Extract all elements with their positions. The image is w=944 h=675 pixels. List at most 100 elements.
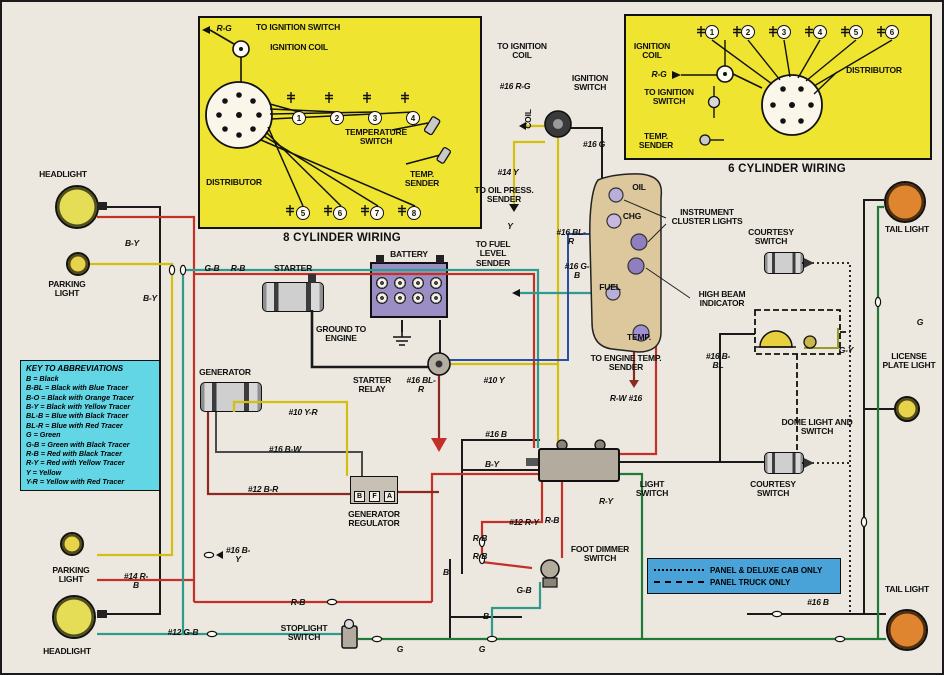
wires-blue [450,233,594,361]
light-switch-label: LIGHT SWITCH [635,479,669,499]
to-oil-press-sender-label: TO OIL PRESS. SENDER [474,185,534,205]
terminal-1: 1 [292,111,306,125]
stoplight-switch-label: STOPLIGHT SWITCH [280,623,328,643]
wire-green-yellow [804,328,839,349]
temperature-switch-label: TEMPERATURE SWITCH [345,127,407,147]
to-ignition-coil-label: TO IGNITION COIL [497,41,547,61]
courtesy-switch-tip [804,258,814,268]
wire-label-g-1: G [396,644,404,654]
terminal-4: 4 [406,111,420,125]
wire-label-by-2: B-Y [142,293,158,303]
to-engine-temp-sender-label: TO ENGINE TEMP. SENDER [590,353,662,373]
wire-label-16gb: #16 G-B [564,261,590,281]
to-ignition-switch-label-8: TO IGNITION SWITCH [255,22,341,32]
headlight-top-label: HEADLIGHT [39,169,87,179]
parking-light-bottom-label: PARKING LIGHT [52,565,90,585]
line-style-legend: PANEL & DELUXE CAB ONLY PANEL TRUCK ONLY [647,558,841,594]
fuel-gauge-icon [605,285,621,301]
temp-sender-label-8: TEMP. SENDER [404,169,440,189]
wires-optional [754,262,851,614]
courtesy-switch-bottom-label: COURTESY SWITCH [750,479,796,499]
flow-arrows [202,26,681,559]
wire-label-rb-1: R-B [230,263,246,273]
starter-terminal [308,274,316,283]
wire-label-gy: G-Y [838,345,854,355]
key-line: Y-R = Yellow with Red Tracer [26,476,125,486]
wire-label-gb-dimmer: G-B [516,585,532,595]
wire-label-g-2: G [478,644,486,654]
to-fuel-level-sender-label: TO FUEL LEVEL SENDER [475,239,511,268]
wire-label-16g: #16 G [582,139,606,149]
caption-6-cylinder: 6 CYLINDER WIRING [728,163,846,175]
key-to-abbreviations: KEY TO ABBREVIATIONS B = Black B-BL = Bl… [20,360,160,492]
coil-label: COIL [523,109,533,129]
terminal-7: 7 [370,206,384,220]
key-line: G = Green [26,430,61,440]
legend-row-dashed: PANEL TRUCK ONLY [654,578,834,587]
tail-light-top [884,181,926,223]
instrument-cluster-lights-label: INSTRUMENT CLUSTER LIGHTS [671,207,743,227]
terminal-5: 5 [296,206,310,220]
wire-label-12ry: #12 R-Y [509,517,539,527]
regulator-terminal-a: A [384,491,395,502]
parking-light-top [66,252,90,276]
courtesy-switch-tip [804,458,814,468]
generator [200,382,262,412]
courtesy-switch-top-label: COURTESY SWITCH [748,227,794,247]
light-switch [538,448,620,482]
foot-dimmer-switch-icon [540,559,560,579]
wire-label-b-mid: B [443,567,449,577]
wire-label-16by: #16 B-Y [225,545,251,565]
battery-label: BATTERY [390,249,428,259]
wire-label-16b-right: #16 B [807,597,829,607]
wire-label-14rb: #14 R-B [123,571,149,591]
wire-label-10y: #10 Y [483,375,505,385]
oil-light-icon [608,187,624,203]
center-fittings [97,110,817,649]
ignition-coil-label-6: IGNITION COIL [633,41,671,61]
battery-terminal [436,255,444,263]
temp-gauge-icon [632,324,650,342]
terminal-8: 8 [407,206,421,220]
wire-label-14y: #14 Y [497,167,519,177]
temp-label: TEMP. [627,332,651,342]
headlight-connector [97,202,107,210]
stoplight-switch-icon [341,625,358,649]
key-line: R-B = Red with Black Tracer [26,448,122,458]
ignition-switch-label: IGNITION SWITCH [571,73,609,93]
ground-symbol [393,332,411,346]
battery-cell [376,291,388,304]
wire-label-16bw: #16 B-W [268,444,302,454]
regulator-terminal-b: B [354,491,365,502]
starter-relay-label: STARTER RELAY [352,375,392,395]
terminal-6cyl-5: 5 [849,25,863,39]
wire-label-12br: #12 B-R [247,484,279,494]
ignition-coil-label-8: IGNITION COIL [270,42,328,52]
wire-label-12gb: #12 G-B [167,627,199,637]
starter-label: STARTER [273,263,313,273]
wire-label-16rg: #16 R-G [499,81,531,91]
oil-label: OIL [632,182,646,192]
wire-label-rb-c: R-B [472,551,488,561]
starter [262,282,324,312]
charge-light-icon [606,213,622,229]
dome-light-label: DOME LIGHT AND SWITCH [781,417,853,437]
key-line: G-B = Green with Black Tracer [26,439,130,449]
key-line: BL-R = Blue with Red Tracer [26,420,123,430]
key-line: B-BL = Black with Blue Tracer [26,383,129,393]
foot-dimmer-switch-label: FOOT DIMMER SWITCH [570,544,630,564]
key-line: B-O = Black with Orange Tracer [26,392,134,402]
headlight-bottom [52,595,96,639]
wire-label-rw16: R-W #16 [609,393,643,403]
wire-label-rg-8: R-G [216,23,232,33]
distributor-label-8: DISTRIBUTOR [206,177,262,187]
regulator-terminal-f: F [369,491,380,502]
generator-regulator-label: GENERATOR REGULATOR [348,509,400,529]
dotted-line-sample [654,569,704,571]
license-plate-light [894,396,920,422]
wire-label-by-mid: B-Y [484,459,500,469]
wire-label-16b-mid: #16 B [485,429,507,439]
distributor-label-6: DISTRIBUTOR [846,65,902,75]
temp-sender-8-icon [436,147,451,164]
headlight-bottom-label: HEADLIGHT [43,646,91,656]
